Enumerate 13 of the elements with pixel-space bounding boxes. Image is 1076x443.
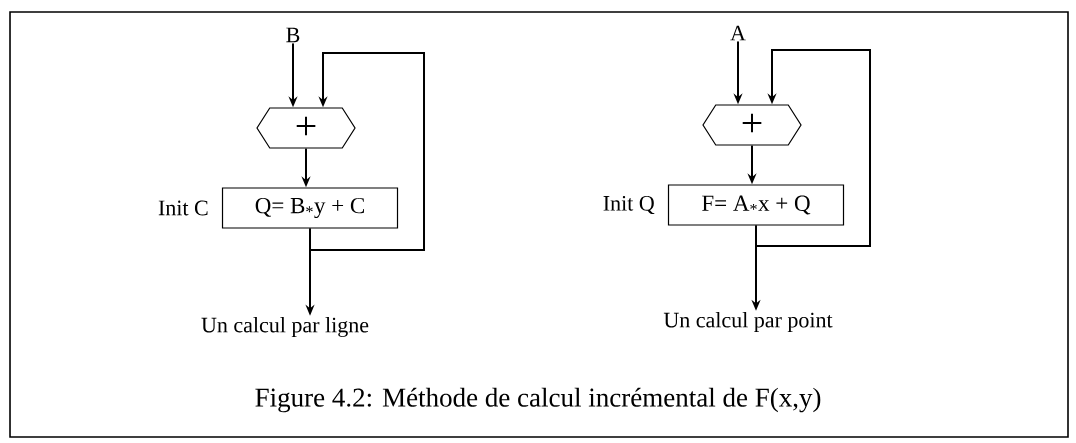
caption: Figure 4.2: Méthode de calcul incrémental de F(x,y) xyxy=(255,387,821,413)
input-label: B xyxy=(286,27,300,43)
output-label: Un calcul par point xyxy=(663,312,833,332)
arrow xyxy=(309,52,425,251)
process-box: F= A$_{*}$x + Q xyxy=(667,184,845,226)
adder-hexagon: + xyxy=(702,104,802,146)
side-label: Init C xyxy=(158,200,208,216)
side-label: Init Q xyxy=(603,195,655,215)
input-label: A xyxy=(730,25,746,41)
output-label: Un calcul par ligne xyxy=(201,317,369,337)
arrow xyxy=(755,49,871,247)
adder-hexagon: + xyxy=(256,107,356,149)
process-box: Q= B$_{*}$y + C xyxy=(221,187,399,229)
